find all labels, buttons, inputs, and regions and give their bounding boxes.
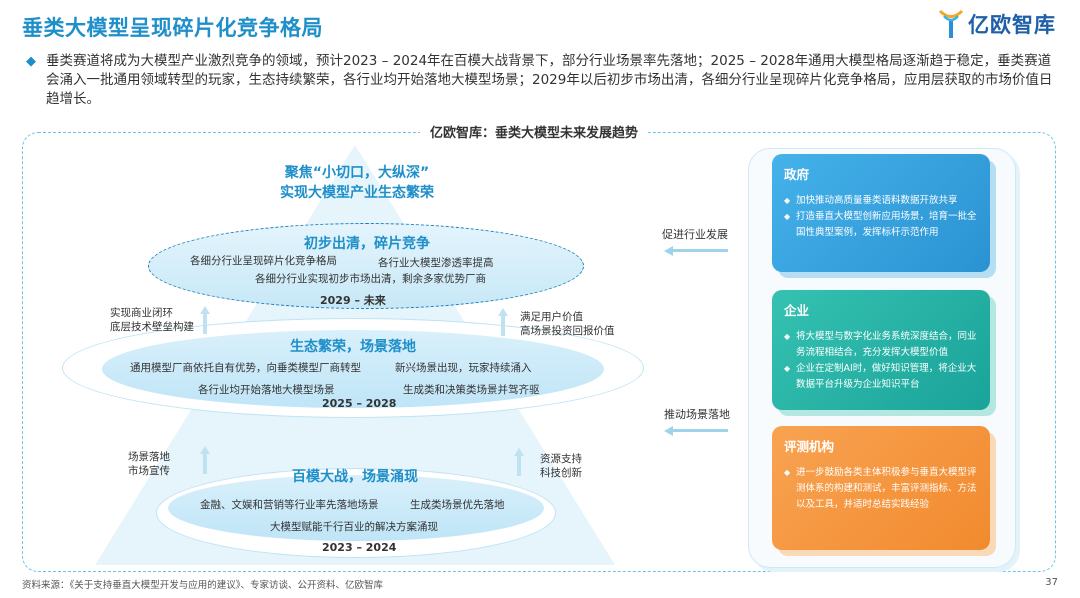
card-government-item: 加快推动高质量垂类语料数据开放共享	[784, 193, 978, 209]
stage3-item: 各行业大模型渗透率提高	[378, 257, 494, 269]
side-label-upper-right: 满足用户价值 高场景投资回报价值	[520, 311, 615, 337]
stage3-item: 各细分行业实现初步市场出清，剩余多家优势厂商	[255, 273, 486, 285]
intro-text: 垂类赛道将成为大模型产业激烈竞争的领域，预计2023 – 2024年在百模大战背…	[46, 53, 1053, 107]
page-title: 垂类大模型呈现碎片化竞争格局	[22, 16, 323, 40]
side-label-upper-left: 实现商业闭环 底层技术壁垒构建	[110, 307, 194, 333]
up-arrow-icon	[200, 446, 210, 474]
stage1-item: 金融、文娱和营销等行业率先落地场景	[200, 499, 379, 511]
side-label-lower-left: 场景落地 市场宣传	[128, 451, 170, 477]
card-government-title: 政府	[784, 167, 810, 182]
up-arrow-icon	[200, 306, 210, 334]
arrow-label-top: 促进行业发展	[662, 228, 728, 241]
logo-text: 亿欧智库	[968, 13, 1056, 37]
stage1-item: 生成类场景优先落地	[410, 499, 505, 511]
page-number: 37	[1045, 577, 1058, 588]
diamond-bullet-icon: ◆	[26, 54, 36, 69]
card-government: 政府 加快推动高质量垂类语料数据开放共享 打造垂直大模型创新应用场景，培育一批全…	[772, 154, 990, 272]
side-label-lower-right: 资源支持 科技创新	[540, 453, 582, 479]
stage3-item: 各细分行业呈现碎片化竞争格局	[190, 255, 337, 267]
stage2-item: 各行业均开始落地大模型场景	[198, 384, 335, 396]
left-arrow-icon	[664, 426, 728, 436]
card-enterprise-title: 企业	[784, 303, 810, 318]
card-enterprise-item: 将大模型与数字化业务系统深度结合，同业务流程相结合，充分发挥大模型价值	[784, 329, 978, 361]
source-note: 资料来源：《关于支持垂直大模型开发与应用的建议》、专家访谈、公开资料、亿欧智库	[22, 580, 384, 591]
pyramid-top-line1: 聚焦“小切口，大纵深”	[284, 165, 430, 181]
stage3-ellipse	[148, 223, 584, 309]
up-arrow-icon	[498, 308, 508, 336]
card-enterprise: 企业 将大模型与数字化业务系统深度结合，同业务流程相结合，充分发挥大模型价值 企…	[772, 290, 990, 410]
pyramid-top-text: 聚焦“小切口，大纵深” 实现大模型产业生态繁荣	[262, 163, 452, 203]
card-enterprise-item: 企业在定制AI时，做好知识管理，将企业大数据平台升级为企业知识平台	[784, 361, 978, 393]
card-government-item: 打造垂直大模型创新应用场景，培育一批全国性典型案例，发挥标杆示范作用	[784, 209, 978, 241]
stage2-item: 生成类和决策类场景并驾齐驱	[403, 384, 540, 396]
logo: 亿欧智库	[938, 8, 1056, 40]
stage2-ellipse	[102, 330, 604, 408]
stage1-year: 2023 – 2024	[322, 541, 397, 554]
left-arrow-icon	[664, 246, 728, 256]
diagram-title: 亿欧智库：垂类大模型未来发展趋势	[420, 122, 649, 141]
stage2-item: 新兴场景出现，玩家持续涌入	[395, 362, 532, 374]
stage1-item: 大模型赋能千行百业的解决方案涌现	[270, 521, 438, 533]
arrow-label-bottom: 推动场景落地	[664, 408, 730, 421]
pyramid-top-line2: 实现大模型产业生态繁荣	[280, 185, 434, 201]
card-evaluation-title: 评测机构	[784, 439, 835, 454]
stage2-year: 2025 – 2028	[322, 397, 397, 410]
up-arrow-icon	[514, 448, 524, 476]
logo-icon	[938, 8, 964, 40]
stage3-heading: 初步出清，碎片竞争	[304, 236, 430, 252]
stage3-year: 2029 – 未来	[320, 294, 386, 307]
intro-paragraph: ◆ 垂类赛道将成为大模型产业激烈竞争的领域，预计2023 – 2024年在百模大…	[26, 52, 1058, 109]
stage2-item: 通用模型厂商依托自有优势，向垂类模型厂商转型	[130, 362, 361, 374]
card-evaluation: 评测机构 进一步鼓励各类主体积极参与垂直大模型评测体系的构建和测试，丰富评测指标…	[772, 426, 990, 550]
card-evaluation-item: 进一步鼓励各类主体积极参与垂直大模型评测体系的构建和测试，丰富评测指标、方法以及…	[784, 465, 978, 513]
stage2-heading: 生态繁荣，场景落地	[290, 339, 416, 355]
stage1-ellipse	[168, 475, 544, 541]
stage1-heading: 百模大战，场景涌现	[292, 469, 418, 485]
